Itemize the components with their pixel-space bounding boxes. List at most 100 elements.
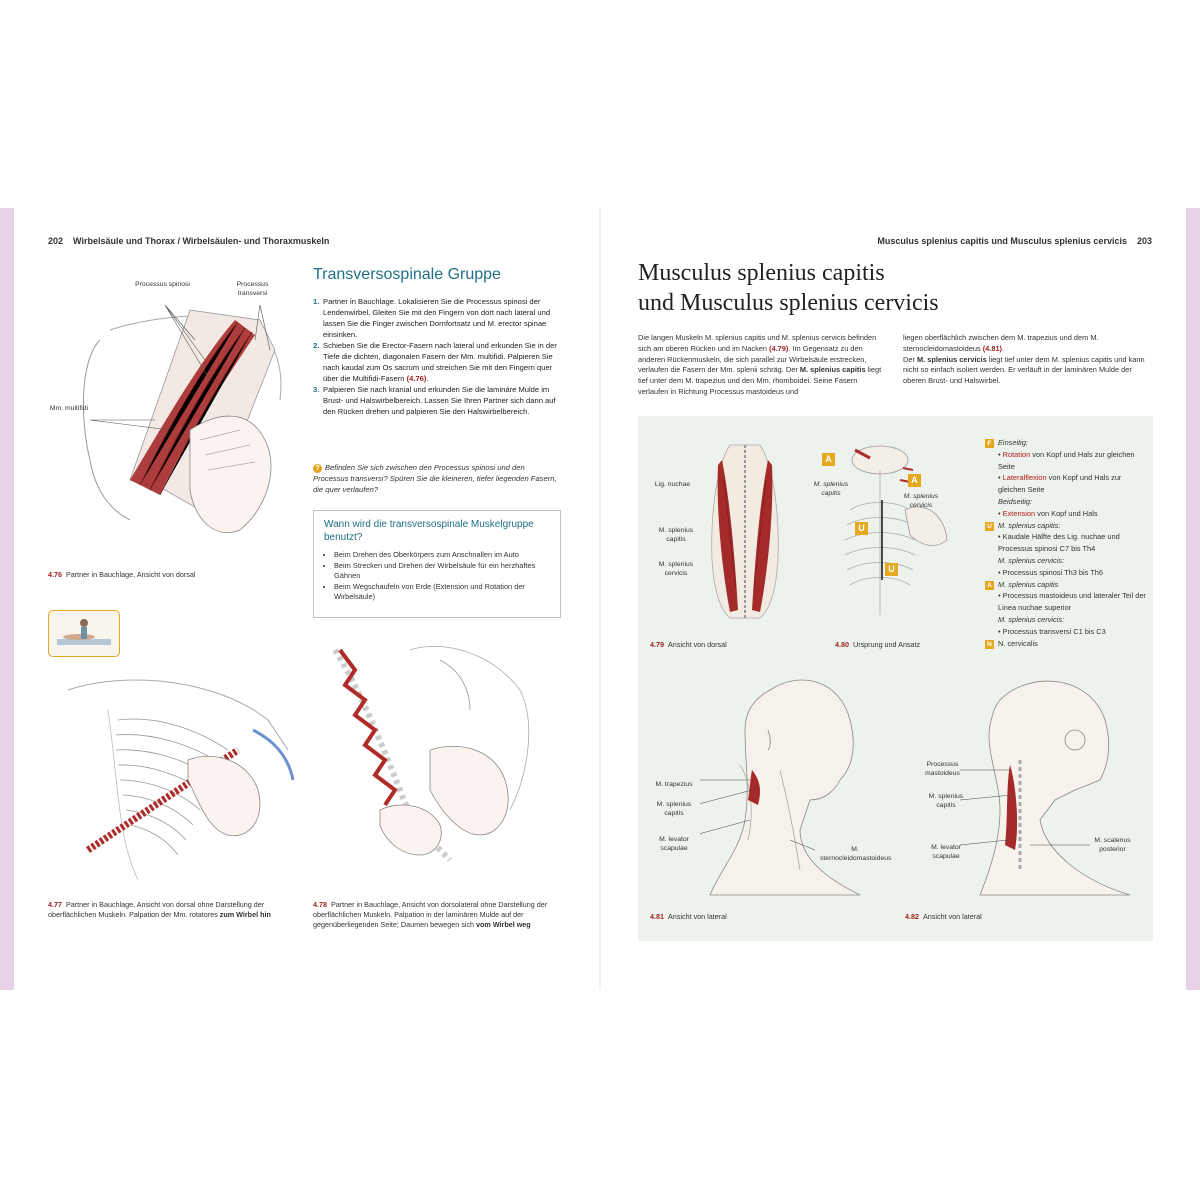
page-title-line-2: und Musculus splenius cervicis xyxy=(638,290,939,316)
intro-column-1: Die langen Muskeln M. splenius capitis u… xyxy=(638,333,888,398)
label-sternocleidomastoideus: M. sternocleidomastoideus xyxy=(820,846,892,862)
section-title: Transversospinale Gruppe xyxy=(313,266,501,283)
figure-4-82-caption: 4.82 Ansicht von lateral xyxy=(905,912,982,922)
figure-number: 4.79 xyxy=(650,640,664,649)
legend-subheading: M. splenius cervicis: xyxy=(998,555,1065,565)
step-text-part: . xyxy=(426,374,429,383)
label-trapezius: M. trapezius xyxy=(655,781,693,788)
figure-4-79-illustration xyxy=(711,444,779,619)
legend-text: N. cervicalis xyxy=(998,638,1038,648)
legend-item: • Processus spinosi Th3 bis Th6 xyxy=(998,567,1104,577)
legend-item: • Extension von Kopf und Hals xyxy=(998,508,1098,518)
figure-4-76-illustration xyxy=(82,304,282,533)
text: liegt tief unter dem M. trapezius und de… xyxy=(638,365,882,396)
figure-number: 4.76 xyxy=(48,570,62,579)
label-splenius-capitis-481: M. splenius capitis xyxy=(656,801,692,817)
figure-4-79-caption: 4.79 Ansicht von dorsal xyxy=(650,640,727,650)
step-2: 2.Schieben Sie die Erector-Fasern nach l… xyxy=(313,340,561,384)
left-page-edge-tab xyxy=(0,208,14,990)
legend-text: von Kopf und Hals zur gleichen Seite xyxy=(998,449,1135,471)
infobox-list: Beim Drehen des Oberkörpers zum Anschnal… xyxy=(324,550,550,603)
thumbnail-illustration xyxy=(57,619,111,645)
step-text: Palpieren Sie nach kranial und erkunden … xyxy=(323,385,556,416)
legend-a-heading: A M. splenius capitis xyxy=(985,579,1150,591)
label-splenius-capitis: M. splenius capitis xyxy=(658,527,694,543)
caption-text: Ansicht von lateral xyxy=(923,912,982,921)
step-3: 3.Palpieren Sie nach kranial und erkunde… xyxy=(313,384,561,417)
step-text-part: Schieben Sie die Erector-Fasern nach lat… xyxy=(323,341,557,383)
badge-f: F xyxy=(985,439,994,448)
figure-number: 4.82 xyxy=(905,912,919,921)
legend-subheading: M. splenius cervicis: xyxy=(998,614,1065,624)
step-1: 1.Partner in Bauchlage. Lokalisieren Sie… xyxy=(313,296,561,340)
legend-item: • Processus transversi C1 bis C3 xyxy=(998,626,1106,636)
step-number: 2. xyxy=(313,341,320,350)
caption-text: Partner in Bauchlage, Ansicht von dorsal… xyxy=(48,900,265,919)
infobox-item: Beim Wegschaufeln von Erde (Extension un… xyxy=(334,582,550,603)
marker-u: U xyxy=(885,563,898,576)
caption-emphasis: vom Wirbel weg xyxy=(476,920,531,929)
page-title: Musculus splenius capitis und Musculus s… xyxy=(638,258,939,318)
text: Die langen Muskeln M. splenius capitis u… xyxy=(638,333,877,353)
text: . xyxy=(1002,343,1005,353)
book-gutter xyxy=(599,208,601,990)
label-splenius-capitis-482: M. splenius capitis xyxy=(928,793,964,809)
legend-term: Lateralflexion xyxy=(1002,473,1047,483)
legend-item: • Kaudale Hälfte des Lig. nuchae und Pro… xyxy=(998,532,1120,554)
label-lig-nuchae: Lig. nuchae xyxy=(654,481,691,488)
left-running-head-text: Wirbelsäule und Thorax / Wirbelsäulen- u… xyxy=(73,236,330,246)
legend-text: Kaudale Hälfte des Lig. nuchae und Proce… xyxy=(998,532,1120,554)
right-running-head-text: Musculus splenius capitis und Musculus s… xyxy=(877,236,1127,246)
badge-n: N xyxy=(985,639,994,649)
marker-a: A xyxy=(822,453,835,466)
steps-list: 1.Partner in Bauchlage. Lokalisieren Sie… xyxy=(313,296,561,417)
marker-a: A xyxy=(908,474,921,487)
badge-a: A xyxy=(985,580,994,590)
caption-emphasis: zum Wirbel hin xyxy=(219,910,271,919)
text-bold: M. splenius capitis xyxy=(799,365,866,375)
text: liegen oberflächlich zwischen dem M. tra… xyxy=(903,333,1099,353)
figure-number: 4.77 xyxy=(48,900,62,909)
figure-number: 4.80 xyxy=(835,640,849,649)
caption-text: Ansicht von lateral xyxy=(668,912,727,921)
figure-4-77-illustration xyxy=(67,679,295,881)
legend-text: M. splenius capitis xyxy=(998,579,1059,589)
question-prompt: ?Befinden Sie sich zwischen den Processu… xyxy=(313,462,558,495)
legend-text: M. splenius capitis: xyxy=(998,520,1061,530)
figure-4-76-caption: 4.76 Partner in Bauchlage, Ansicht von do… xyxy=(48,570,195,580)
label-processus-mastoideus: Processus mastoideus xyxy=(925,761,960,777)
legend-term: Rotation xyxy=(1002,449,1031,459)
step-number: 1. xyxy=(313,297,320,306)
figure-4-82-illustration xyxy=(960,680,1131,896)
right-running-head: Musculus splenius capitis und Musculus s… xyxy=(877,236,1152,246)
label-mm-multifidi: Mm. multifidi xyxy=(49,405,89,412)
caption-text: Partner in Bauchlage, Ansicht von dorsol… xyxy=(313,900,548,929)
question-text: Befinden Sie sich zwischen den Processus… xyxy=(313,463,557,494)
text-bold: M. splenius cervicis xyxy=(916,354,987,364)
legend-text: Processus mastoideus und lateraler Teil … xyxy=(998,591,1146,613)
caption-text: Ansicht von dorsal xyxy=(668,640,727,649)
position-thumbnail xyxy=(48,610,120,657)
text: Der xyxy=(903,354,917,364)
caption-text: Partner in Bauchlage, Ansicht von dorsal xyxy=(66,570,196,579)
legend-n-heading: N N. cervicalis xyxy=(985,638,1150,650)
legend-text: Processus transversi C1 bis C3 xyxy=(1002,626,1106,636)
right-page-edge-tab xyxy=(1186,208,1200,990)
label-scalenus-posterior: M. scalenus posterior xyxy=(1094,837,1131,853)
figure-number: 4.78 xyxy=(313,900,327,909)
step-text: Partner in Bauchlage. Lokalisieren Sie d… xyxy=(323,297,551,339)
step-number: 3. xyxy=(313,385,320,394)
label-processus-spinosi: Processus spinosi xyxy=(135,281,190,288)
label-splenius-cervicis: M. splenius cervicis xyxy=(658,561,694,577)
figure-4-81-illustration xyxy=(700,679,861,896)
legend-text: von Kopf und Hals zur gleichen Seite xyxy=(998,473,1122,495)
figure-4-80-illustration xyxy=(844,445,948,615)
right-page-number: 203 xyxy=(1136,236,1152,246)
page-title-line-1: Musculus splenius capitis xyxy=(638,260,885,286)
